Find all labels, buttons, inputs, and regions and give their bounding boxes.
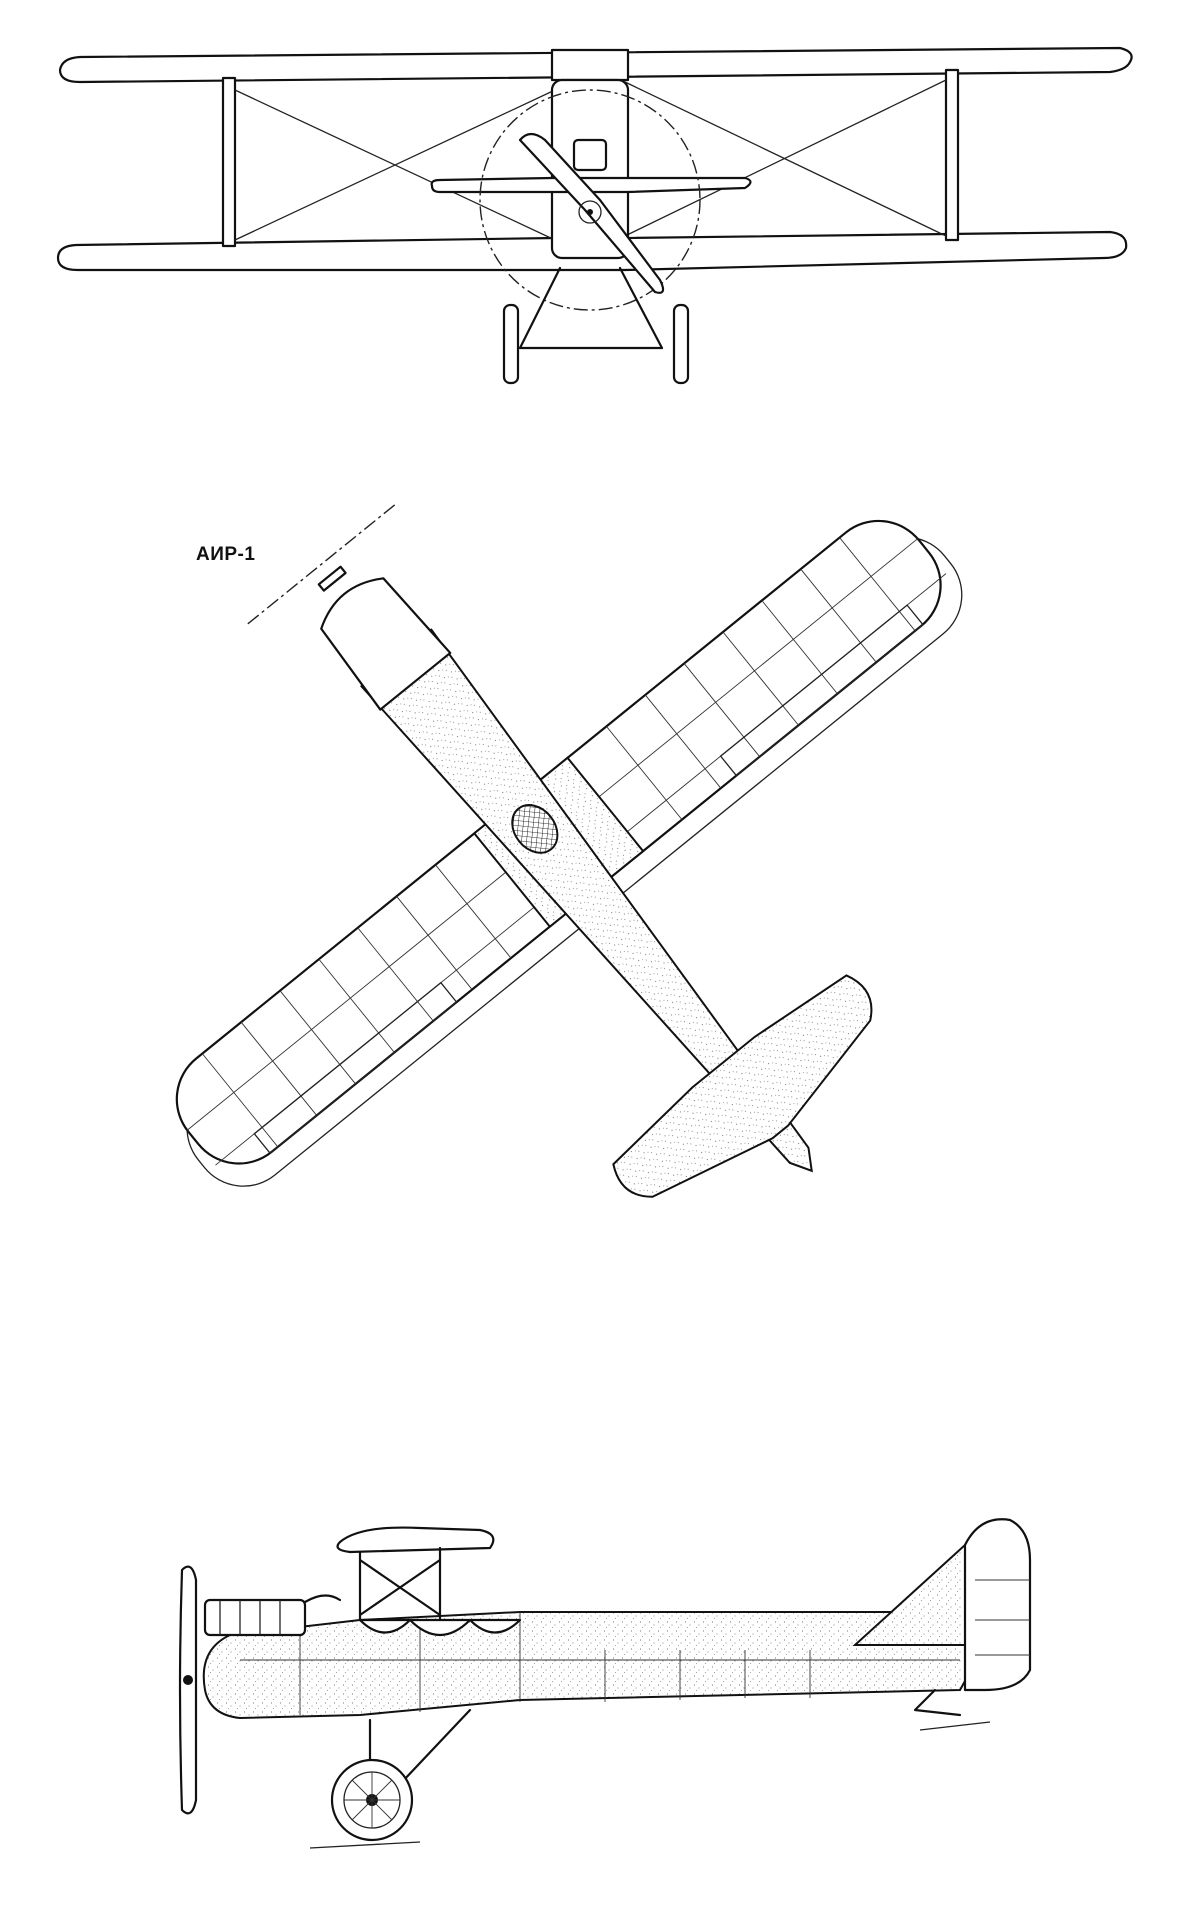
side-cockpit-openings [358, 1618, 522, 1636]
top-tailplane [612, 974, 873, 1198]
side-engine [203, 1594, 342, 1637]
top-right-aileron [719, 604, 924, 777]
side-rudder [963, 1518, 1032, 1692]
side-upper-wing [336, 1526, 495, 1554]
front-view [56, 46, 1133, 385]
top-cockpit [511, 804, 559, 854]
side-landing-gear [330, 1708, 472, 1842]
aircraft-designation-label: АИР-1 [196, 544, 256, 565]
side-spinner [183, 1675, 193, 1685]
front-propeller-disc [479, 89, 701, 311]
side-fuselage [202, 1611, 987, 1720]
top-engine-cowling [320, 577, 452, 711]
side-cabane-struts [358, 1546, 442, 1622]
front-engine [572, 138, 608, 224]
side-fuselage-panels [240, 1612, 960, 1715]
top-view [175, 504, 963, 1198]
front-left-strut [221, 76, 237, 248]
front-right-strut [944, 68, 960, 242]
front-landing-gear [502, 266, 690, 385]
side-tail-skid [913, 1688, 962, 1717]
top-propeller [317, 565, 347, 592]
front-center-section [550, 48, 630, 82]
top-propeller-axis [246, 504, 396, 626]
front-bracing-wires [234, 79, 947, 241]
side-ground-lines [309, 1721, 991, 1849]
side-view [178, 1518, 1032, 1849]
top-left-aileron [253, 981, 458, 1155]
side-propeller [178, 1565, 198, 1815]
front-tailplane [430, 176, 752, 194]
